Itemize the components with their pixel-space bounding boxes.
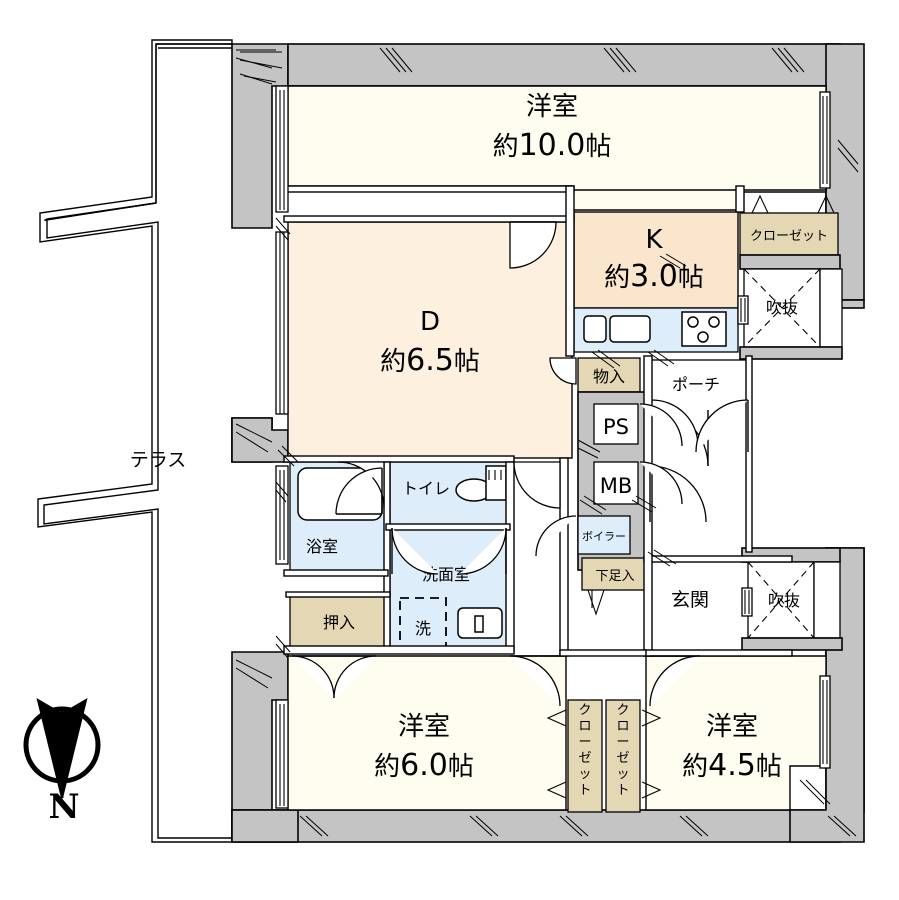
stove-burner-1 (687, 316, 699, 328)
compass-north-label: N (48, 787, 79, 827)
porch-area: ポーチ (649, 359, 751, 561)
doors (291, 221, 749, 707)
boiler-box (577, 515, 631, 555)
closet-mid-right-box (605, 699, 641, 813)
bedroom-east-size: 約4.5帖 (682, 748, 782, 783)
stove-burner-3 (697, 331, 709, 343)
windows (275, 85, 831, 809)
getabako-label: 下足入 (595, 569, 634, 584)
washer-label: 洗 (415, 619, 431, 638)
closets-center: クローゼット クローゼット (546, 699, 662, 813)
ps-box (593, 403, 639, 445)
kitchen-size: 約3.0帖 (604, 259, 704, 294)
stove-burner-2 (708, 316, 720, 328)
utility-column: PS MB ボイラー 下足入 (577, 391, 651, 616)
bedroom-main-size: 約10.0帖 (493, 128, 612, 163)
washer-slot (399, 597, 447, 649)
partitions (283, 185, 793, 657)
room-dining: D 約6.5帖 (287, 221, 573, 459)
mb-box (593, 461, 639, 505)
closet-top: クローゼット (739, 194, 839, 256)
entrance-label: 玄関 (671, 589, 709, 611)
getabako-box (581, 557, 649, 591)
toilet-label: トイレ (402, 479, 450, 498)
kitchen-name: K (645, 225, 663, 255)
ps-label: PS (603, 415, 629, 439)
terrace-area: テラス (37, 39, 233, 843)
bath-label: 浴室 (306, 537, 338, 556)
void-upper: 吹抜 (739, 254, 843, 360)
room-kitchen: K 約3.0帖 (573, 211, 739, 353)
void-lower: 吹抜 (741, 547, 843, 651)
bedroom-east-name: 洋室 (706, 712, 758, 742)
boiler-label: ボイラー (582, 530, 626, 543)
closet-mid-left-box (567, 699, 603, 813)
washroom-label: 洗面室 (422, 565, 470, 584)
storage-monoire: 物入 (549, 357, 641, 393)
dining-size: 約6.5帖 (380, 343, 480, 378)
room-bedroom-east: 洋室 約4.5帖 (645, 655, 827, 811)
room-bedroom-main: 洋室 約10.0帖 (287, 85, 827, 211)
sink-basin-right (609, 315, 651, 343)
porch-label: ポーチ (672, 375, 720, 394)
closet-mid-left-label: クローゼット (578, 703, 591, 798)
void-upper-label: 吹抜 (766, 298, 798, 317)
monoire-label: 物入 (593, 367, 625, 386)
void-lower-label: 吹抜 (768, 591, 800, 610)
dining-name: D (420, 307, 440, 337)
sink-basin-left (583, 315, 607, 343)
closet-mid-right-label: クローゼット (616, 703, 629, 798)
wet-area: 浴室 トイレ 洗面室 洗 押入 (289, 461, 511, 651)
basin-faucet (474, 615, 484, 633)
wall-hatching (235, 47, 859, 837)
bedroom-south-size: 約6.0帖 (374, 748, 474, 783)
bedroom-south-name: 洋室 (398, 712, 450, 742)
closet-top-label: クローゼット (750, 229, 828, 244)
bedroom-main-name: 洋室 (526, 92, 578, 122)
mb-label: MB (600, 474, 633, 498)
terrace-label: テラス (130, 449, 187, 471)
oshiire-label: 押入 (323, 613, 355, 632)
compass: N (23, 697, 101, 827)
